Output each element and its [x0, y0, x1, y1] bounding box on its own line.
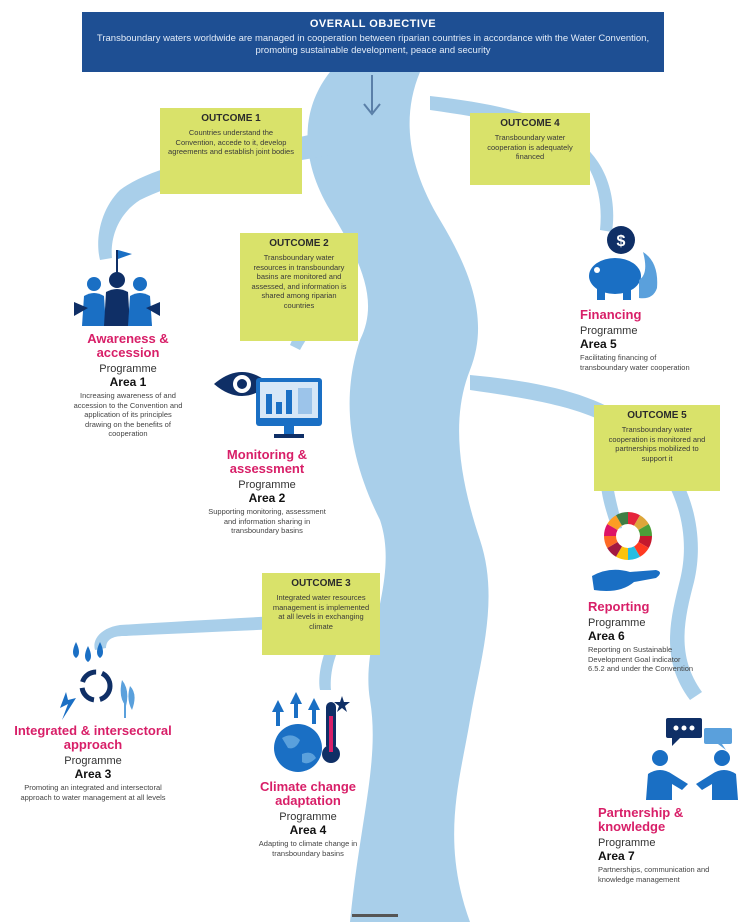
area-6-name: Reporting [588, 599, 650, 614]
area-7-programme: Programme [598, 837, 656, 849]
area-7-description: Partnerships, communication and knowledg… [598, 865, 710, 884]
outcome-3-box: OUTCOME 3 Integrated water resources man… [262, 573, 380, 655]
outcome-2-box: OUTCOME 2 Transboundary water resources … [240, 233, 358, 341]
outcome-4-text: Transboundary water cooperation is adequ… [487, 133, 573, 161]
area-1-description: Increasing awareness of and accession to… [73, 391, 183, 438]
area-3-number: Area 3 [74, 767, 112, 781]
outcome-5-text: Transboundary water cooperation is monit… [608, 425, 706, 463]
area-5-block: Financing Programme Area 5 Facilitating … [580, 308, 690, 372]
area-2-number: Area 2 [248, 491, 286, 505]
area-2-block: Monitoring & assessment Programme Area 2… [206, 448, 328, 536]
outcome-1-title: OUTCOME 1 [201, 113, 261, 124]
piggy-bank-icon: $ [583, 222, 663, 302]
svg-text:$: $ [617, 233, 626, 250]
area-7-block: Partnership & knowledge Programme Area 7… [598, 806, 738, 884]
area-5-programme: Programme [580, 325, 638, 337]
area-6-description: Reporting on Sustainable Development Goa… [588, 645, 694, 673]
area-1-programme: Programme [99, 363, 157, 375]
water-cycle-icon [56, 640, 140, 720]
area-4-description: Adapting to climate change in transbound… [258, 839, 358, 858]
outcome-3-title: OUTCOME 3 [291, 578, 351, 589]
outcome-5-box: OUTCOME 5 Transboundary water cooperatio… [594, 405, 720, 491]
area-6-block: Reporting Programme Area 6 Reporting on … [588, 600, 698, 674]
area-5-number: Area 5 [580, 337, 617, 351]
flag-people-icon [74, 246, 160, 328]
area-4-name: Climate change adaptation [259, 779, 357, 808]
outcome-1-text: Countries understand the Convention, acc… [168, 128, 294, 156]
eye-monitor-icon [212, 364, 324, 444]
area-3-programme: Programme [64, 755, 122, 767]
area-3-block: Integrated & intersectoral approach Prog… [12, 724, 174, 802]
area-5-description: Facilitating financing of transboundary … [580, 353, 690, 372]
area-3-description: Promoting an integrated and intersectora… [20, 783, 166, 802]
objective-text: Transboundary waters worldwide are manag… [96, 33, 650, 56]
area-6-number: Area 6 [588, 629, 625, 643]
area-4-block: Climate change adaptation Programme Area… [238, 780, 378, 858]
area-2-name: Monitoring & assessment [226, 447, 308, 476]
area-2-programme: Programme [238, 479, 296, 491]
area-1-number: Area 1 [109, 375, 147, 389]
area-4-number: Area 4 [289, 823, 327, 837]
area-1-block: Awareness & accession Programme Area 1 I… [72, 332, 184, 439]
area-7-number: Area 7 [598, 849, 635, 863]
outcome-1-box: OUTCOME 1 Countries understand the Conve… [160, 108, 302, 194]
people-chat-icon [642, 714, 742, 800]
sdg-wheel-hand-icon [590, 510, 670, 596]
area-2-description: Supporting monitoring, assessment and in… [208, 507, 326, 535]
area-1-name: Awareness & accession [87, 331, 169, 360]
objective-title: OVERALL OBJECTIVE [309, 18, 437, 30]
area-5-name: Financing [580, 307, 642, 322]
area-6-programme: Programme [588, 617, 646, 629]
outcome-2-title: OUTCOME 2 [269, 238, 329, 249]
outcome-5-title: OUTCOME 5 [627, 410, 687, 421]
area-3-name: Integrated & intersectoral approach [14, 723, 172, 752]
outcome-4-title: OUTCOME 4 [500, 118, 560, 129]
area-4-programme: Programme [279, 811, 337, 823]
globe-thermometer-icon [262, 692, 354, 774]
overall-objective-box: OVERALL OBJECTIVE Transboundary waters w… [82, 12, 664, 72]
outcome-4-box: OUTCOME 4 Transboundary water cooperatio… [470, 113, 590, 185]
area-7-name: Partnership & knowledge [598, 805, 684, 834]
outcome-2-text: Transboundary water resources in transbo… [251, 253, 347, 310]
outcome-3-text: Integrated water resources management is… [272, 593, 370, 631]
